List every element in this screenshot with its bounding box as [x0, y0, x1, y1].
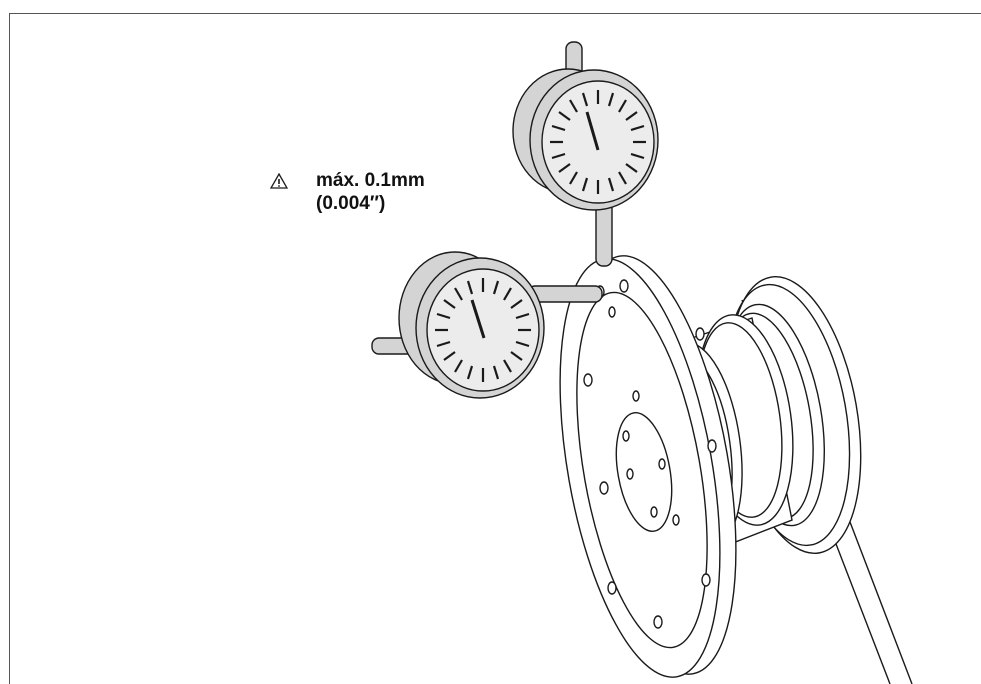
- warning-triangle-icon: [270, 173, 288, 189]
- mounting-flange: [559, 255, 737, 678]
- tolerance-imperial-label: (0.004″): [316, 193, 386, 214]
- dial-ticks: [550, 90, 646, 194]
- figure-frame: [9, 13, 981, 684]
- dial-indicator-side: [371, 251, 603, 399]
- dial-needle: [585, 111, 600, 151]
- tolerance-metric-label: máx. 0.1mm: [316, 170, 425, 191]
- dial-indicator-top: [512, 41, 659, 267]
